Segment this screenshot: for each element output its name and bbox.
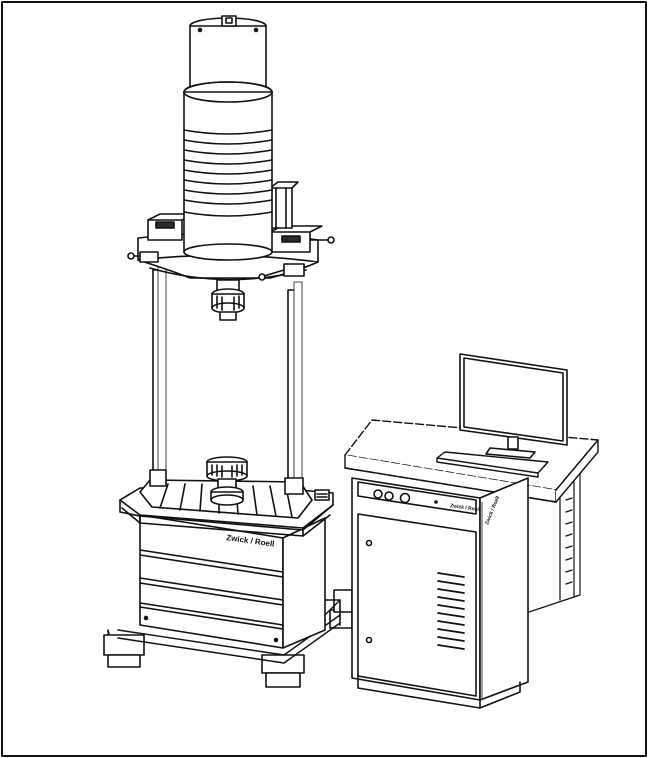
machine-columns (149, 261, 304, 495)
actuator-cylinder (183, 15, 273, 261)
upper-grip (211, 279, 245, 321)
ventilation-grille (437, 572, 465, 650)
lower-grip (206, 456, 248, 506)
control-cabinet: Zwick / Roell Zwick / Roell (351, 477, 529, 709)
monitor (459, 353, 568, 459)
machine-cabinet: Zwick / Roell (139, 514, 326, 649)
cabinet-brand-label: Zwick / Roell (450, 503, 481, 513)
testing-machine: Zwick / Roell (103, 15, 353, 688)
machine-base-frame (103, 589, 353, 688)
keyboard (436, 451, 549, 478)
control-station: Zwick / Roell Zwick / Roell (344, 353, 599, 709)
